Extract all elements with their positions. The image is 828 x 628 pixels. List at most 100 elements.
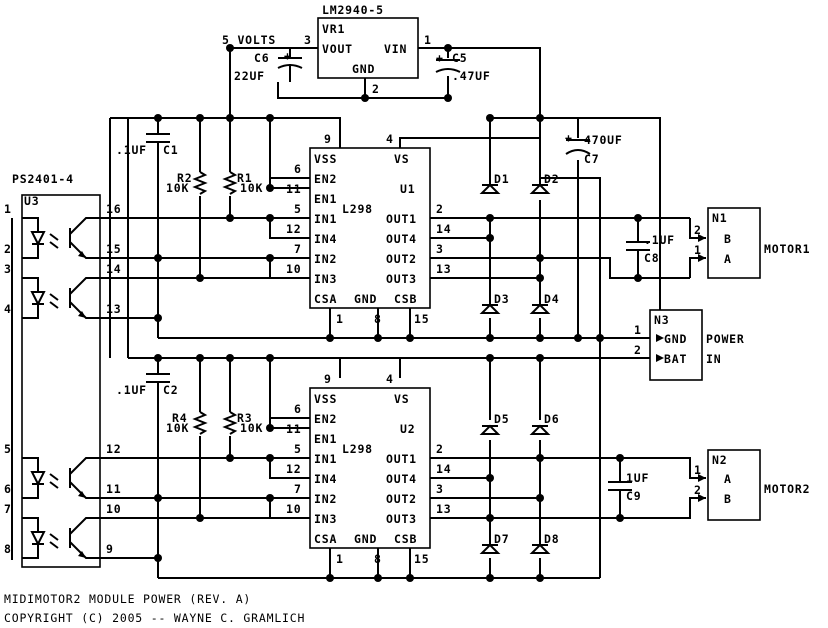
label-u1-pins-csb: 15 xyxy=(414,312,429,326)
c9-value: 1UF xyxy=(626,471,649,485)
r2-ref: R2 xyxy=(177,171,192,185)
label-u1-pins-in4: 12 xyxy=(286,222,301,236)
c9-ref: C9 xyxy=(626,489,641,503)
c6-capacitor: + C6 22UF xyxy=(234,49,303,83)
diode-d8: D8 xyxy=(529,532,559,554)
diode-d3: D3 xyxy=(479,292,509,314)
u3-pin13: 13 xyxy=(106,302,121,316)
label-u1-in3: IN3 xyxy=(314,512,337,526)
label-n3-bat: BAT xyxy=(664,352,687,366)
label-n3-pin2: 2 xyxy=(634,343,642,357)
label-u1-pins-vss: 9 xyxy=(324,372,332,386)
label-n3-ref: N3 xyxy=(654,313,669,327)
motor2-label: MOTOR2 xyxy=(764,482,810,496)
label-u1-csa: CSA xyxy=(314,292,337,306)
n2-connector: N2 A B 1 2 MOTOR2 xyxy=(694,449,810,521)
label-u1-in1: IN1 xyxy=(314,212,337,226)
c1-capacitor: .1UF C1 xyxy=(116,133,178,157)
opto-cell-4 xyxy=(22,517,100,559)
power-label: POWER xyxy=(706,332,745,346)
vr1-pin2: 2 xyxy=(372,82,380,96)
label-u1-out2: OUT2 xyxy=(386,492,417,506)
u3-pin2: 2 xyxy=(4,242,12,256)
n3-connector: N3 GND BAT 1 2 POWER IN xyxy=(634,309,745,381)
r3-ref: R3 xyxy=(237,411,252,425)
label-u1-vs: VS xyxy=(394,152,409,166)
label-n2-pin2: 2 xyxy=(694,483,702,497)
label-n3-pin1: 1 xyxy=(634,323,642,337)
u3-pin15: 15 xyxy=(106,242,121,256)
u3-pin1: 1 xyxy=(4,202,12,216)
label-u1-in2: IN2 xyxy=(314,252,337,266)
label-u1-out2: OUT2 xyxy=(386,252,417,266)
label-u1-pins-en2: 6 xyxy=(294,402,302,416)
label-u1-pins-vss: 9 xyxy=(324,132,332,146)
label-n2-a: A xyxy=(724,472,732,486)
label-u1-pins-out3: 13 xyxy=(436,502,451,516)
opto-cell-3 xyxy=(22,457,100,499)
diode-d2: D2 xyxy=(529,172,559,194)
u3-part: PS2401-4 xyxy=(12,172,74,186)
u3-pin5: 5 xyxy=(4,442,12,456)
label-n1-ref: N1 xyxy=(712,211,727,225)
u3-ref: U3 xyxy=(24,194,39,208)
r1-ref: R1 xyxy=(237,171,252,185)
label-u1-pins-csb: 15 xyxy=(414,552,429,566)
r3-resistor: R3 10K xyxy=(222,411,262,435)
c2-capacitor: .1UF C2 xyxy=(116,373,178,397)
c9-capacitor: 1UF C9 xyxy=(608,471,649,503)
c8-value: .1UF xyxy=(644,233,675,247)
net-5-volts: 5 VOLTS xyxy=(222,33,276,47)
r4-resistor: R4 10K xyxy=(166,411,208,435)
label-u1-out3: OUT3 xyxy=(386,512,417,526)
n1-connector: N1 B A 2 1 MOTOR1 xyxy=(694,207,810,279)
c6-value: 22UF xyxy=(234,69,265,83)
label-u1-gnd: GND xyxy=(354,532,377,546)
label-u1-out4: OUT4 xyxy=(386,232,417,246)
c8-capacitor: .1UF C8 xyxy=(626,233,675,265)
label-n1-b: B xyxy=(724,232,732,246)
footer-title: MIDIMOTOR2 MODULE POWER (REV. A) xyxy=(4,592,251,606)
diodes: D1 D2 D3 D4 D5 D6 D7 D8 xyxy=(479,172,559,554)
label-u1-in4: IN4 xyxy=(314,472,337,486)
label-diodes-7: D8 xyxy=(544,532,559,546)
u2-driver: VSS VS EN2 EN1 U2 L298 IN1 IN4 IN2 IN3 O… xyxy=(286,372,451,566)
c5-capacitor: + C5 .47UF xyxy=(435,51,491,83)
label-u1-out4: OUT4 xyxy=(386,472,417,486)
in-label: IN xyxy=(706,352,721,366)
label-u1-en1: EN1 xyxy=(314,192,337,206)
diode-d6: D6 xyxy=(529,412,559,435)
u3-pin11: 11 xyxy=(106,482,121,496)
u3-optocoupler: PS2401-4 U3 1 2 3 4 5 6 7 8 16 15 14 13 … xyxy=(4,172,121,568)
label-u1-in1: IN1 xyxy=(314,452,337,466)
u2-part: L298 xyxy=(342,442,373,456)
footer-copyright: COPYRIGHT (C) 2005 -- WAYNE C. GRAMLICH xyxy=(4,611,305,625)
c5-plus: + xyxy=(436,51,444,65)
u3-pin10: 10 xyxy=(106,502,121,516)
label-u1-pins-in2: 7 xyxy=(294,482,302,496)
label-diodes-5: D6 xyxy=(544,412,559,426)
c7-value: 470UF xyxy=(584,133,623,147)
u3-pin16: 16 xyxy=(106,202,121,216)
r1-resistor: R1 10K xyxy=(222,171,262,195)
label-u1-pins-out1: 2 xyxy=(436,442,444,456)
label-diodes-4: D5 xyxy=(494,412,509,426)
label-u1-pins-vs: 4 xyxy=(386,372,394,386)
c5-value: .47UF xyxy=(452,69,491,83)
label-u1-out1: OUT1 xyxy=(386,212,417,226)
label-n1-pin2: 2 xyxy=(694,223,702,237)
label-u1-pins-vs: 4 xyxy=(386,132,394,146)
label-diodes-0: D1 xyxy=(494,172,509,186)
label-n3-gnd: GND xyxy=(664,332,687,346)
u3-pin14: 14 xyxy=(106,262,121,276)
label-u1-pins-out4: 14 xyxy=(436,222,451,236)
label-u1-pins-in1: 5 xyxy=(294,442,302,456)
motor1-label: MOTOR1 xyxy=(764,242,810,256)
label-u1-in2: IN2 xyxy=(314,492,337,506)
r4-value: 10K xyxy=(166,421,189,435)
c1-ref: C1 xyxy=(163,143,178,157)
label-u1-csb: CSB xyxy=(394,532,417,546)
label-u1-en2: EN2 xyxy=(314,412,337,426)
diode-d7: D7 xyxy=(479,532,509,554)
